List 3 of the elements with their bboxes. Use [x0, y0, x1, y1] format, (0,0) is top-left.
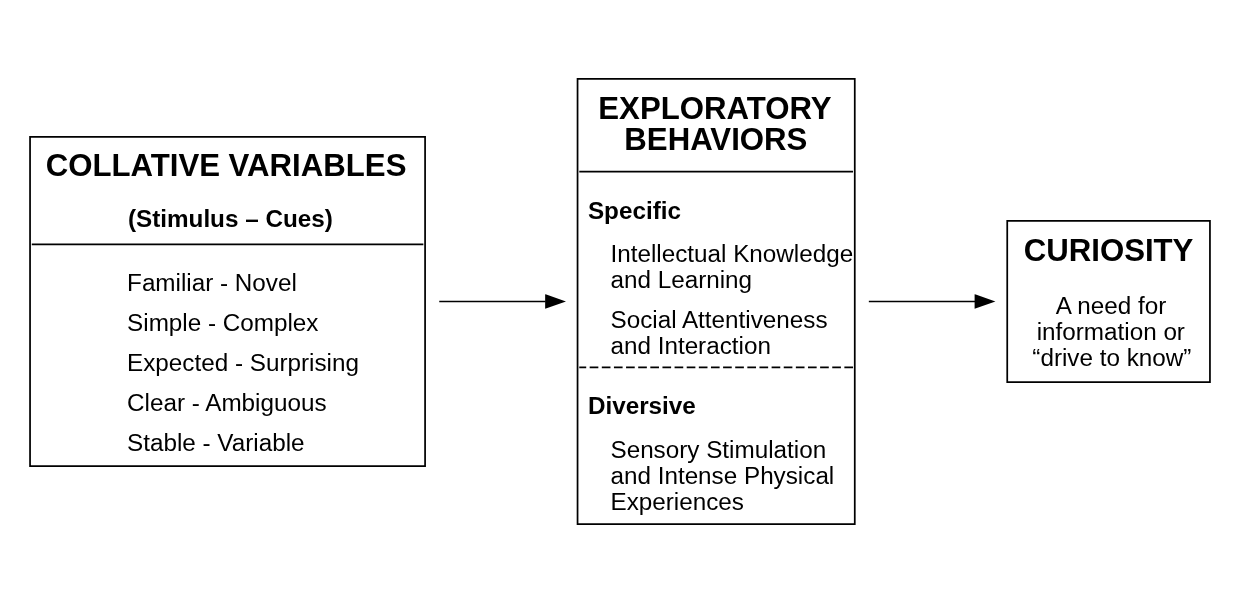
node-box: CURIOSITY A need for information or “drive to know”	[1006, 219, 1211, 383]
arrow	[438, 293, 566, 309]
arrow	[867, 293, 996, 309]
